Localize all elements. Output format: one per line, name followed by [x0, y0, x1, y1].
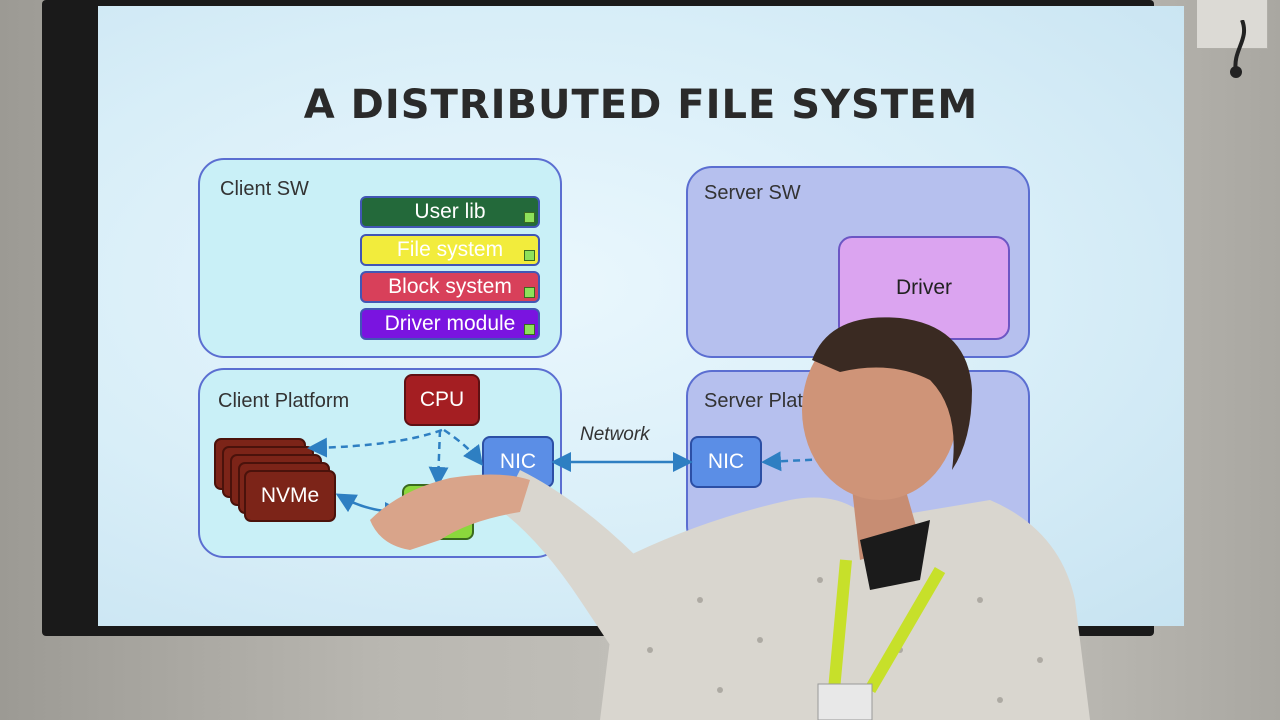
cpu-to-gpu-arrow: [428, 429, 449, 487]
cpu-to-nic-arrow: [443, 428, 484, 466]
network-label: Network: [580, 424, 650, 445]
stack-file-system: File system: [360, 234, 540, 266]
name-badge: [817, 683, 873, 720]
wall-cable: [1230, 20, 1247, 78]
stack-driver-module: Driver module: [360, 308, 540, 340]
cpu-box: CPU: [404, 374, 480, 426]
wall-outlet: [1196, 0, 1268, 49]
stack-driver-module-label: Driver module: [384, 312, 516, 335]
server-nic-box: NIC: [690, 436, 762, 488]
green-marker-icon: [524, 212, 535, 223]
client-sw-label: Client SW: [220, 178, 309, 200]
stack-user-lib-label: User lib: [414, 200, 486, 223]
green-marker-icon: [524, 250, 535, 261]
green-marker-icon: [524, 324, 535, 335]
nvme-card-front: [244, 470, 336, 522]
stack-block-system: Block system: [360, 271, 540, 303]
client-sw-box: Client SW User lib File system Block sys…: [198, 158, 562, 358]
client-platform-label: Client Platform: [218, 390, 350, 412]
presenter-undershirt: [860, 520, 930, 590]
stack-user-lib: User lib: [360, 196, 540, 228]
cpu-to-nvme-arrow: [307, 428, 443, 458]
green-marker-icon: [524, 287, 535, 298]
stack-file-system-label: File system: [396, 238, 504, 261]
nvme-label: NVMe: [260, 484, 320, 507]
presenter-hair: [812, 317, 972, 470]
presenter-arm: [500, 470, 680, 660]
lanyard: [828, 559, 946, 694]
server-sw-label: Server SW: [704, 182, 801, 204]
presenter-hand: [370, 474, 530, 550]
slide-title: A DISTRIBUTED FILE SYSTEM: [303, 82, 979, 128]
stack-block-system-label: Block system: [388, 275, 512, 298]
